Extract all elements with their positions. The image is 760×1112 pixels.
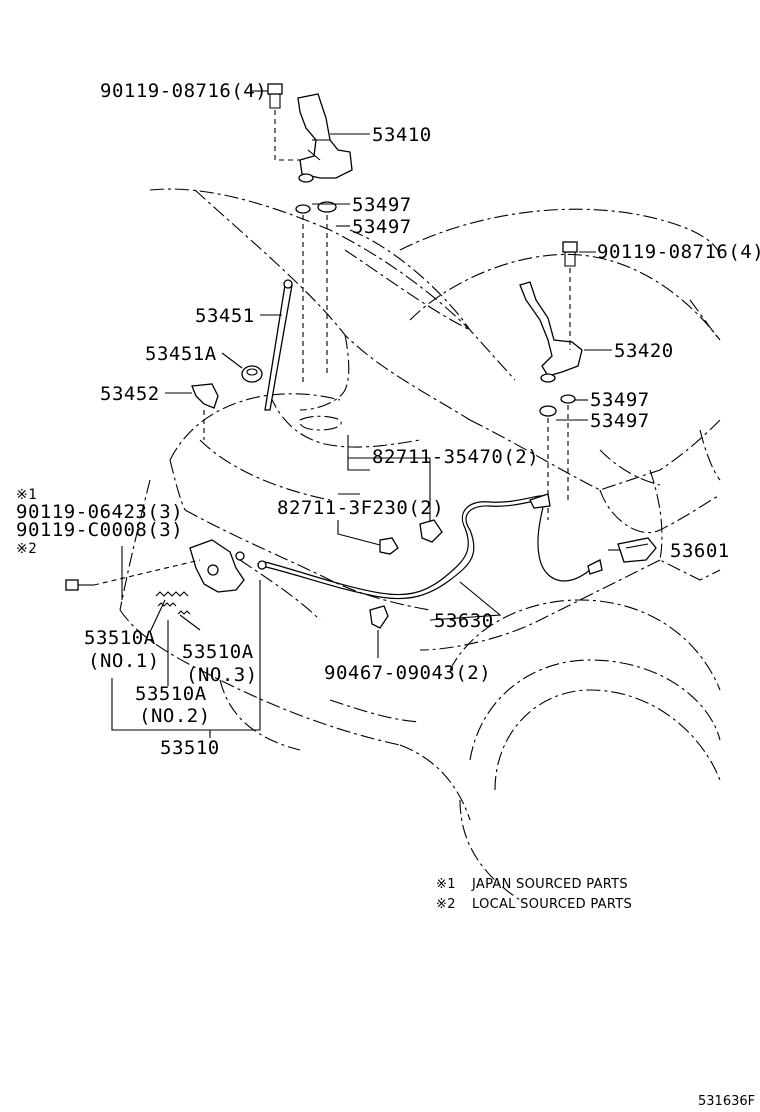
label-hinge-bolt-upper: 90119-08716(4) <box>100 80 267 102</box>
release-cable <box>257 493 603 600</box>
label-hinge-right: 53420 <box>614 340 674 362</box>
rod-holder-icon <box>191 383 219 409</box>
part-labels: 90119-08716(4) 53410 53497 53497 90119-0… <box>16 80 760 759</box>
label-note1-mark: ※1 <box>16 487 37 503</box>
hood-hinge-right <box>519 281 583 383</box>
label-lock-part-no2: 53510A <box>135 683 207 705</box>
label-cushion-a: 53497 <box>352 194 412 216</box>
label-rod-holder: 53452 <box>100 383 160 405</box>
hood-support-rod <box>264 279 293 411</box>
release-lever-icon <box>617 537 657 563</box>
note-2-text: LOCAL SOURCED PARTS <box>472 897 632 912</box>
notes-legend: ※1 JAPAN SOURCED PARTS ※2 LOCAL SOURCED … <box>436 877 632 912</box>
hinge-bolt-left-icon <box>267 83 283 109</box>
label-cushion-c: 53497 <box>590 389 650 411</box>
hood-lock-icon <box>189 539 245 593</box>
label-hood-lock-assy: 53510 <box>160 737 220 759</box>
cable-clamp-icons <box>379 519 443 555</box>
note-1-text: JAPAN SOURCED PARTS <box>471 877 628 892</box>
note-2-mark: ※2 <box>436 897 456 912</box>
label-rod-grommet: 53451A <box>145 343 217 365</box>
label-note2-mark: ※2 <box>16 541 37 557</box>
lock-springs-icon <box>155 591 191 615</box>
label-release-lever: 53601 <box>670 540 730 562</box>
label-hinge-bolt-right: 90119-08716(4) <box>597 241 760 263</box>
label-hood-support-rod: 53451 <box>195 305 255 327</box>
label-clip: 90467-09043(2) <box>324 662 491 684</box>
label-lock-part-no1: 53510A <box>84 627 156 649</box>
cushion-right-icons <box>539 394 576 417</box>
rod-grommet-icon <box>241 365 263 383</box>
label-lock-part-no3-sub: (NO.3) <box>186 664 258 686</box>
label-lock-part-no2-sub: (NO.2) <box>139 705 211 727</box>
label-clamp-a: 82711-35470(2) <box>372 446 539 468</box>
lock-bolt-icon <box>65 579 94 591</box>
hinge-bolt-right-icon <box>562 241 578 267</box>
label-lock-bolt-local: 90119-C0008(3) <box>16 519 183 541</box>
label-cushion-d: 53497 <box>590 410 650 432</box>
label-lock-bolt-japan: 90119-06423(3) <box>16 501 183 523</box>
label-lock-part-no1-sub: (NO.1) <box>88 650 160 672</box>
leader-lines <box>111 90 620 738</box>
label-hinge-left: 53410 <box>372 124 432 146</box>
label-clamp-b: 82711-3F230(2) <box>277 497 444 519</box>
hood-hinge-left <box>297 93 353 183</box>
label-cushion-b: 53497 <box>352 216 412 238</box>
clip-icon <box>369 605 389 629</box>
label-release-cable: 53630 <box>434 610 494 632</box>
vehicle-body-outline <box>119 188 721 901</box>
label-lock-part-no3: 53510A <box>182 641 254 663</box>
note-1-mark: ※1 <box>436 877 456 892</box>
figure-id: 531636F <box>698 1094 755 1109</box>
